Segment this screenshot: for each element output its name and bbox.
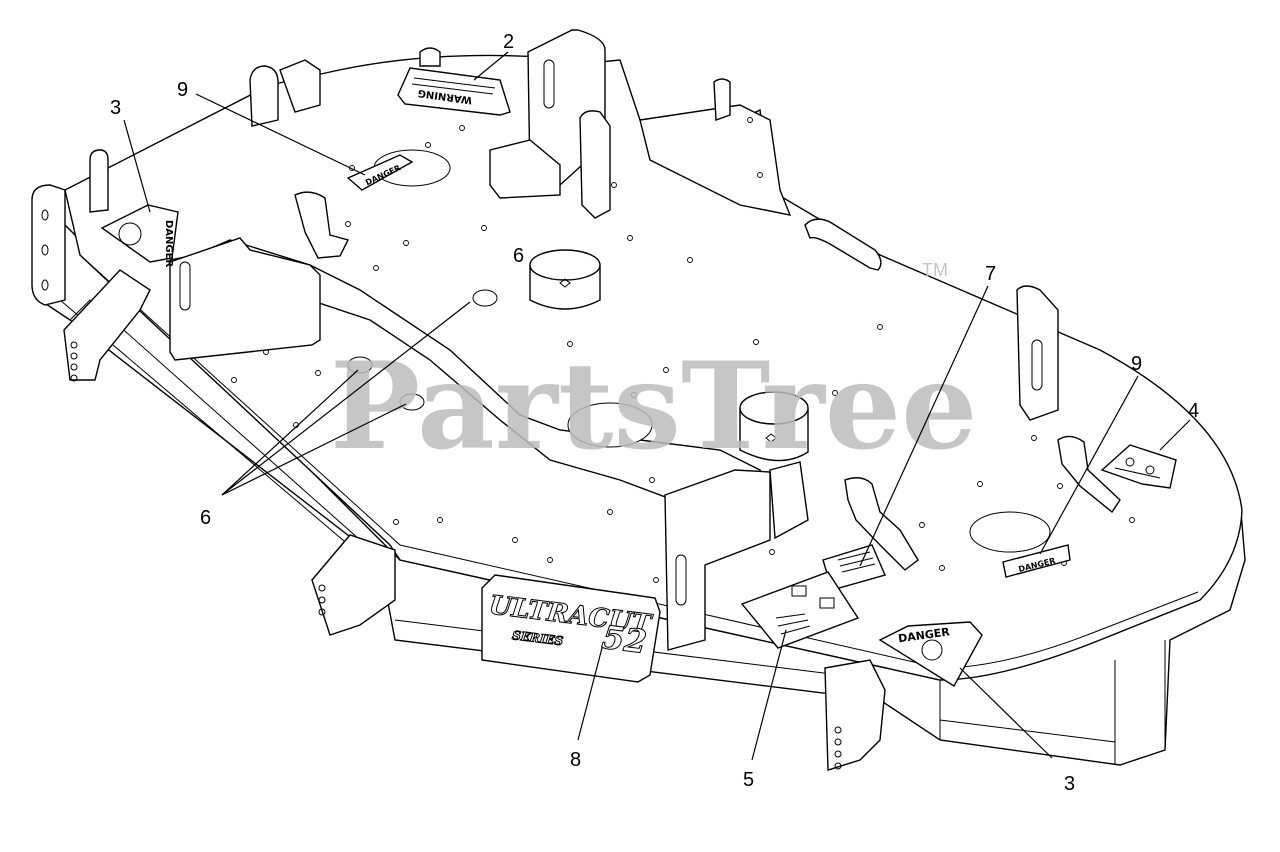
callout-6-holes: 6 bbox=[200, 507, 211, 529]
center-front-baffle-plate bbox=[664, 469, 771, 651]
watermark-trademark: TM bbox=[922, 260, 948, 280]
leader-5 bbox=[751, 629, 787, 761]
callout-9-top: 9 bbox=[177, 79, 188, 101]
brand-series-text: SERIES bbox=[511, 628, 564, 648]
leader-3b bbox=[959, 667, 1053, 759]
leader-4 bbox=[1159, 419, 1191, 451]
right-hook-lower bbox=[844, 477, 919, 571]
rear-knob bbox=[419, 47, 441, 67]
decal-danger-left: DANGER bbox=[100, 204, 179, 267]
drain-hole-2 bbox=[347, 356, 373, 374]
leader-6b-1 bbox=[221, 301, 471, 496]
leader-7 bbox=[859, 285, 989, 567]
brackets bbox=[31, 29, 1121, 771]
decal-item4 bbox=[1100, 444, 1177, 489]
spindle-hole-center bbox=[567, 402, 653, 448]
callout-labels: 2 3 9 6 7 9 4 6 8 5 3 bbox=[110, 31, 1199, 795]
watermark-text: PartsTree bbox=[330, 336, 977, 477]
front-gauge-bracket bbox=[311, 534, 396, 636]
leader-6b-3 bbox=[221, 403, 407, 496]
drain-hole-1 bbox=[472, 289, 498, 307]
spindle-hole-right bbox=[969, 511, 1051, 553]
decal-item5 bbox=[740, 571, 860, 649]
decal-brand: ULTRACUT SERIES 52 bbox=[481, 574, 661, 683]
rear-upright-right bbox=[579, 110, 611, 219]
callout-9-right: 9 bbox=[1131, 353, 1142, 375]
spindle-caps bbox=[529, 249, 809, 462]
rear-hook bbox=[489, 139, 561, 199]
left-hitch-plate bbox=[31, 184, 66, 306]
right-hook-upper bbox=[1057, 435, 1121, 514]
callout-5: 5 bbox=[743, 769, 754, 791]
left-rear-post bbox=[89, 149, 109, 213]
rear-baffle bbox=[639, 104, 792, 216]
decal-danger-right: DANGER bbox=[878, 621, 983, 687]
drain-hole-3 bbox=[399, 393, 425, 411]
decal-danger-left-text: DANGER bbox=[163, 220, 174, 267]
leader-3a bbox=[123, 119, 151, 213]
callout-3-right: 3 bbox=[1064, 773, 1075, 795]
leader-9b bbox=[1039, 375, 1139, 555]
brand-model-text: 52 bbox=[600, 618, 649, 661]
right-upright bbox=[1016, 285, 1059, 421]
leader-2 bbox=[473, 51, 509, 81]
callout-8: 8 bbox=[570, 749, 581, 771]
deck-top-plate bbox=[64, 54, 1243, 681]
callout-6-cap: 6 bbox=[513, 245, 524, 267]
leader-6b-2 bbox=[221, 369, 359, 496]
decal-warning: WARNING bbox=[397, 67, 511, 116]
center-left-baffle-plate bbox=[169, 237, 321, 361]
callout-2: 2 bbox=[503, 31, 514, 53]
rear-stud bbox=[713, 78, 731, 121]
decals: WARNING DANGER DANGER DANGER bbox=[100, 67, 1177, 687]
leader-9a bbox=[195, 93, 366, 176]
leader-lines bbox=[123, 51, 1191, 761]
callout-7: 7 bbox=[985, 263, 996, 285]
center-left-hook bbox=[294, 191, 350, 259]
leader-8 bbox=[577, 647, 603, 741]
rear-handle bbox=[804, 218, 882, 271]
left-gauge-bracket bbox=[63, 269, 151, 381]
callout-4: 4 bbox=[1188, 400, 1199, 422]
rear-post-left bbox=[249, 65, 279, 127]
right-gauge-bracket bbox=[824, 659, 886, 771]
callout-3-left: 3 bbox=[110, 97, 121, 119]
